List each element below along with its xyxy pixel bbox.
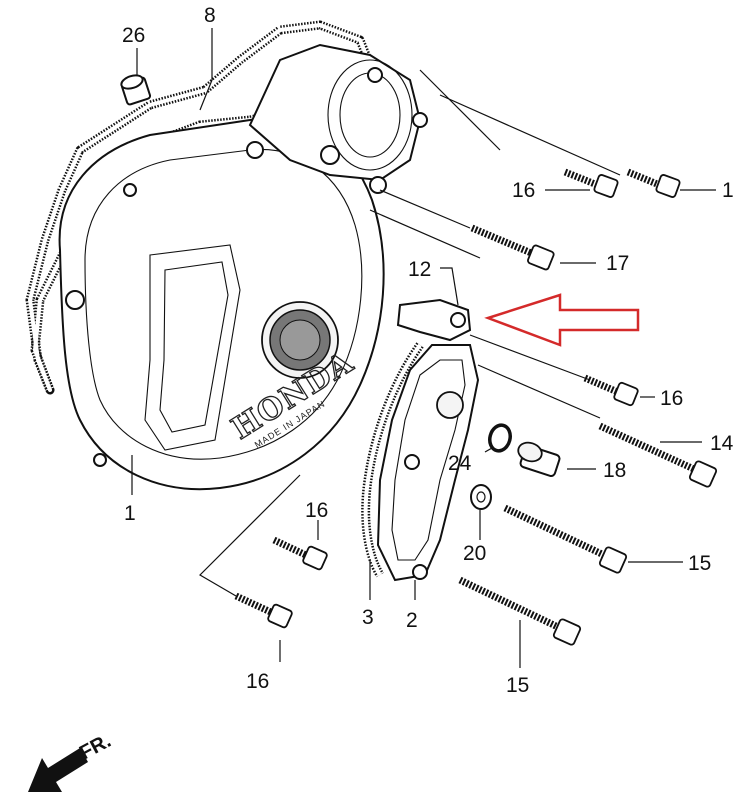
callout-15-lower: 15 [506, 674, 529, 697]
callout-8: 8 [204, 4, 216, 27]
callout-16-top: 16 [512, 179, 535, 202]
leader-lines [131, 28, 716, 668]
bolt-16-mid [583, 374, 639, 407]
sealing-washer [470, 484, 492, 510]
bolt-15-upper [503, 504, 628, 574]
cover-gasket [25, 20, 377, 395]
callout-17: 17 [606, 252, 629, 275]
left-crankcase-cover: HONDA MADE IN JAPAN [58, 43, 428, 491]
callout-24: 24 [448, 452, 472, 475]
callout-16-mid: 16 [660, 387, 683, 410]
callout-20: 20 [463, 542, 486, 565]
timing-hole-cap [517, 441, 561, 477]
cable-guide [396, 298, 472, 342]
callout-1-top: 1 [722, 179, 734, 202]
callout-16-lower-right: 16 [305, 499, 328, 522]
callout-14: 14 [710, 432, 734, 455]
callout-15-upper: 15 [688, 552, 711, 575]
front-direction-indicator: FR. [28, 730, 115, 792]
dowel-pin [120, 74, 152, 106]
callout-2: 2 [406, 609, 418, 632]
callout-26: 26 [122, 24, 145, 47]
o-ring [488, 423, 512, 453]
bolt-15-lower [458, 576, 582, 646]
bolt-16-lower-left [234, 592, 293, 629]
generator-inner-cover [361, 342, 480, 582]
callout-12: 12 [408, 258, 431, 281]
bolt-17 [470, 224, 555, 271]
bolt-1-top [626, 168, 681, 198]
front-arrow-icon [28, 748, 88, 792]
bolt-16-top [563, 168, 619, 198]
callout-1-cover: 1 [124, 502, 136, 525]
callout-labels: 26 8 16 1 17 12 16 14 24 18 1 16 20 15 3… [122, 4, 734, 697]
bolt-14 [598, 422, 718, 488]
callout-18: 18 [603, 459, 626, 482]
highlight-arrow [484, 293, 640, 347]
bolt-16-lower-right [272, 536, 328, 571]
callout-16-lower-left: 16 [246, 670, 269, 693]
callout-3: 3 [362, 606, 374, 629]
